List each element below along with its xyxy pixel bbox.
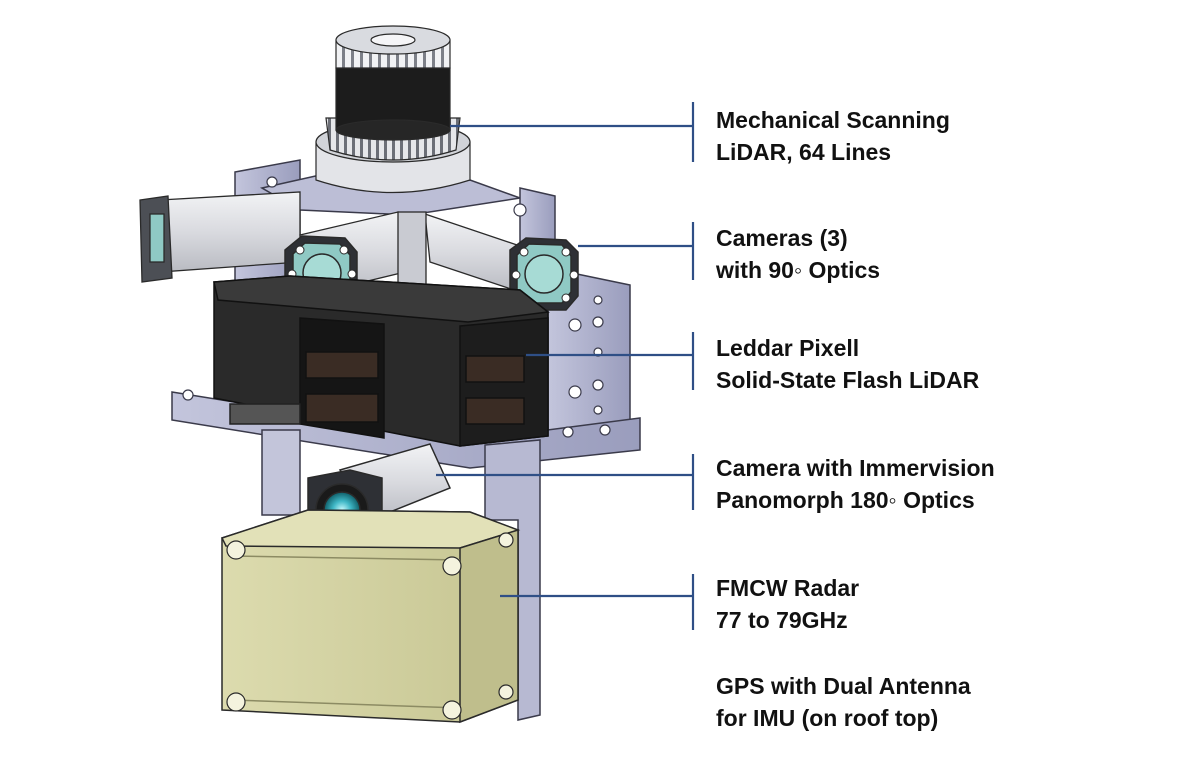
radar-bolts (226, 532, 514, 720)
radar-enclosure (220, 509, 521, 724)
label-gps: GPS with Dual Antenna for IMU (on roof t… (716, 670, 971, 734)
label-cameras: Cameras (3) with 90◦ Optics (716, 222, 880, 286)
leddar-pixell (213, 275, 550, 447)
label-fmcw-radar-line2: 77 to 79GHz (716, 607, 848, 633)
label-panomorph-camera-line2: Panomorph 180◦ Optics (716, 487, 975, 513)
label-mechanical-lidar-line2: LiDAR, 64 Lines (716, 139, 892, 165)
label-cameras-line2: with 90◦ Optics (716, 257, 881, 283)
mechanical-lidar (315, 25, 471, 194)
label-fmcw-radar: FMCW Radar 77 to 79GHz (716, 572, 859, 636)
callout-line-panomorph (436, 454, 695, 510)
label-leddar-pixell-line2: Solid-State Flash LiDAR (716, 367, 980, 393)
callout-line-cameras (578, 222, 695, 280)
label-gps-line2: for IMU (on roof top) (716, 705, 939, 731)
label-fmcw-radar-line1: FMCW Radar (716, 575, 860, 601)
label-mechanical-lidar: Mechanical Scanning LiDAR, 64 Lines (716, 104, 950, 168)
callout-line-lidar (450, 102, 695, 162)
callout-lines (436, 102, 695, 630)
callout-line-pixell (526, 332, 695, 390)
label-panomorph-camera-line1: Camera with Immervision (716, 455, 995, 481)
label-panomorph-camera: Camera with Immervision Panomorph 180◦ O… (716, 452, 995, 516)
label-gps-line1: GPS with Dual Antenna (716, 673, 971, 699)
label-cameras-line1: Cameras (3) (716, 225, 848, 251)
label-leddar-pixell: Leddar Pixell Solid-State Flash LiDAR (716, 332, 979, 396)
label-mechanical-lidar-line1: Mechanical Scanning (716, 107, 950, 133)
callout-line-radar (500, 574, 695, 630)
label-leddar-pixell-line1: Leddar Pixell (716, 335, 860, 361)
